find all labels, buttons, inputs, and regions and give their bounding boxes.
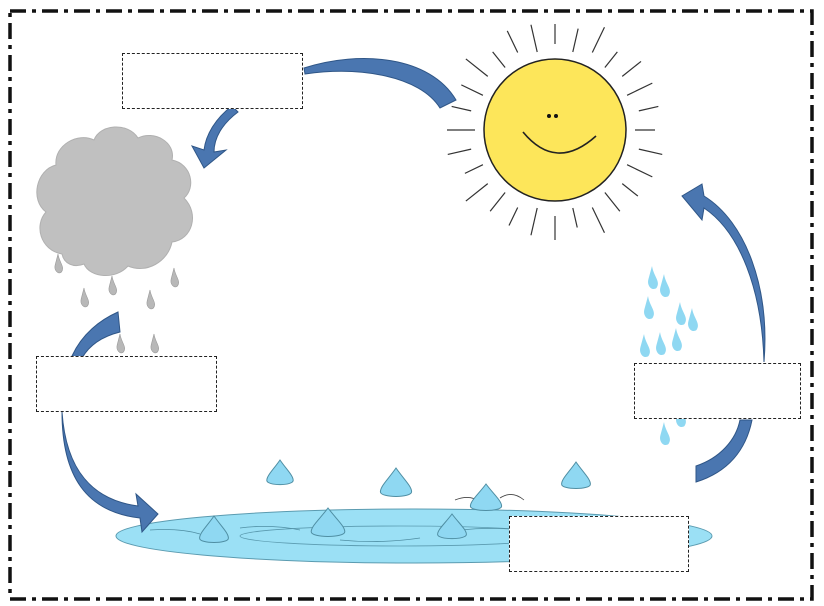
sun-ray xyxy=(591,207,606,233)
raindrop-icon xyxy=(54,253,63,274)
sun-smile xyxy=(522,131,597,154)
sun-ray xyxy=(638,148,663,156)
sun-eye-left xyxy=(547,114,551,118)
sun-icon xyxy=(447,24,663,240)
arrow-icon-to-sun xyxy=(681,183,766,363)
raindrop-icon xyxy=(660,274,670,297)
sun-ray xyxy=(604,192,621,212)
gray-raindrops xyxy=(54,253,179,354)
raindrop-icon xyxy=(672,328,682,351)
sun-ray xyxy=(626,164,653,178)
sun-ray xyxy=(508,207,519,226)
sun-ray xyxy=(621,183,639,197)
sun-ray xyxy=(626,82,653,96)
sun-ray xyxy=(489,192,506,212)
raindrop-icon xyxy=(80,287,89,308)
sun-ray xyxy=(506,30,519,53)
sun-ray xyxy=(465,58,489,77)
cloud-icon xyxy=(36,126,193,276)
cloud-shape xyxy=(36,126,193,276)
raindrop-icon xyxy=(437,513,467,540)
sun-ray xyxy=(530,24,538,53)
label-box-mid-right[interactable] xyxy=(634,363,801,419)
raindrop-icon xyxy=(648,266,658,289)
raindrop-icon xyxy=(199,515,229,544)
raindrop-icon xyxy=(688,308,698,331)
arrow-icon-left-upper xyxy=(71,311,121,359)
raindrop-icon xyxy=(379,467,413,497)
sun-ray xyxy=(464,164,484,174)
sun-ray xyxy=(492,51,506,68)
raindrop-icon xyxy=(116,333,125,354)
sun-ray xyxy=(604,51,618,68)
raindrop-icon xyxy=(108,275,117,296)
sun-ray xyxy=(621,60,642,77)
sun-ray xyxy=(461,84,484,96)
raindrop-icon xyxy=(561,461,591,490)
cycle-arrows xyxy=(61,58,766,534)
blue-raindrops xyxy=(640,266,698,445)
sun-ray xyxy=(465,183,489,202)
raindrop-icon xyxy=(310,507,346,537)
raindrop-icon xyxy=(150,333,159,354)
label-box-mid-left[interactable] xyxy=(36,356,217,412)
arrow-icon-to-water xyxy=(61,411,159,534)
sun-ray xyxy=(591,27,606,53)
raindrop-icon xyxy=(640,334,650,357)
arrow-icon-top xyxy=(303,58,457,109)
pool-raindrops xyxy=(199,459,591,544)
arrow-icon-right-lower xyxy=(695,419,753,483)
dashed-frame xyxy=(8,9,814,601)
sun-ray xyxy=(572,28,579,53)
raindrop-icon xyxy=(469,483,503,512)
arrow-icon-to-cloud xyxy=(190,105,239,169)
raindrop-icon xyxy=(656,332,666,355)
sun-face xyxy=(483,58,627,202)
label-box-top-left[interactable] xyxy=(122,53,303,109)
raindrop-icon xyxy=(660,422,670,445)
raindrop-icon xyxy=(170,267,179,288)
sun-ray xyxy=(638,105,659,112)
raindrop-icon xyxy=(266,459,294,486)
sun-eye-right xyxy=(554,114,558,118)
sun-ray xyxy=(572,207,578,228)
raindrop-icon xyxy=(146,289,155,310)
sun-ray xyxy=(451,105,472,112)
sun-rays xyxy=(447,24,663,240)
sun-ray xyxy=(530,207,538,236)
raindrop-icon xyxy=(676,302,686,325)
raindrop-icon xyxy=(644,296,654,319)
sun-ray xyxy=(447,148,472,156)
label-box-bottom-right[interactable] xyxy=(509,516,689,572)
